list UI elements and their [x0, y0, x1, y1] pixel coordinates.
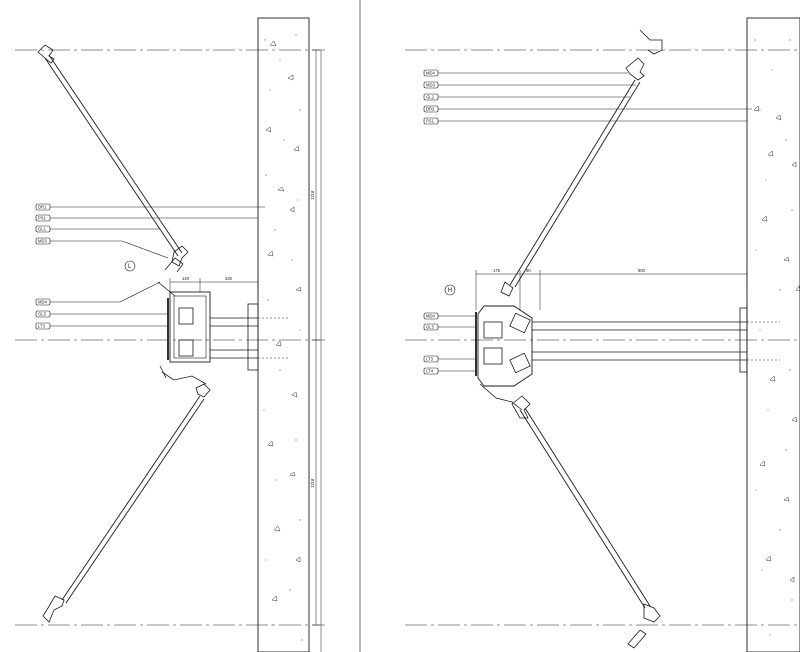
- right-tag-8: LT3: [423, 355, 439, 363]
- left-upper-glass-panel: [37, 44, 189, 267]
- svg-text:MD4: MD4: [38, 300, 48, 305]
- left-lower-glass-panel: [42, 383, 211, 623]
- left-tag-5: MD4: [35, 298, 51, 306]
- right-tag-7: GL5: [423, 323, 439, 331]
- left-tag-3: GL1: [35, 225, 51, 233]
- right-tag-1: MD4: [423, 69, 439, 77]
- svg-text:L: L: [128, 264, 132, 270]
- right-lower-glass-panel: [511, 395, 661, 649]
- svg-text:GL2: GL2: [426, 95, 435, 100]
- right-dim-h-2: 90: [526, 268, 531, 273]
- left-upper-tags: DR1 PS1 GL1 MD3: [35, 203, 51, 245]
- right-upper-glass-panel: [500, 29, 663, 297]
- left-wall-stipple: [263, 34, 303, 641]
- svg-text:DR2: DR2: [426, 107, 435, 112]
- svg-text:MD4: MD4: [426, 71, 436, 76]
- svg-text:LT3: LT3: [38, 324, 46, 329]
- left-lower-tags: MD4 GL5 LT3: [35, 298, 51, 330]
- right-wall-stipple: [754, 39, 793, 636]
- svg-text:PS1: PS1: [426, 119, 435, 124]
- svg-text:MD4: MD4: [426, 314, 436, 319]
- left-tag-7: LT3: [35, 322, 51, 330]
- right-mullion-assembly: [475, 305, 780, 411]
- left-dim-h-1: 140: [182, 276, 190, 281]
- left-dim-v-2: 1218: [310, 478, 315, 488]
- right-tag-6: MD4: [423, 312, 439, 320]
- right-tag-4: DR2: [423, 105, 439, 113]
- right-lower-leaders: [438, 315, 476, 372]
- left-tag-1: DR1: [35, 203, 51, 211]
- svg-text:MD3: MD3: [38, 239, 48, 244]
- svg-text:LT3: LT3: [426, 357, 434, 362]
- svg-text:MD3: MD3: [426, 83, 436, 88]
- left-tag-6: GL5: [35, 310, 51, 318]
- left-tag-2: PS1: [35, 214, 51, 222]
- left-lower-leaders: [50, 281, 168, 327]
- left-concrete-wall: [257, 17, 310, 652]
- right-dim-h-3: 800: [638, 268, 646, 273]
- right-dim-h-1: 175: [493, 268, 501, 273]
- right-tag-5: PS1: [423, 117, 439, 125]
- right-section-marker: H: [444, 284, 456, 296]
- left-mullion-assembly: [157, 257, 290, 385]
- right-detail: 175 90 800 H MD4 MD3 GL2 DR2 PS1: [405, 17, 800, 652]
- svg-text:GL5: GL5: [426, 325, 435, 330]
- right-lower-tags: MD4 GL5 LT3 LT4: [423, 312, 439, 375]
- right-upper-leaders: [438, 72, 752, 122]
- left-upper-leaders: [50, 206, 265, 259]
- svg-text:DR1: DR1: [38, 205, 47, 210]
- right-tag-2: MD3: [423, 81, 439, 89]
- left-detail: 140 330 1218 1218 DR1 PS1 GL1 MD3 L: [15, 17, 325, 652]
- left-wall-aggregate: [265, 40, 302, 602]
- left-dimensions: [169, 49, 320, 626]
- left-dim-h-2: 330: [225, 276, 233, 281]
- svg-text:GL5: GL5: [38, 312, 47, 317]
- left-dimension-labels: 140 330 1218 1218: [182, 190, 315, 488]
- svg-text:PS1: PS1: [38, 216, 47, 221]
- left-dim-v-1: 1218: [310, 190, 315, 200]
- right-dimension-labels: 175 90 800: [493, 268, 646, 273]
- left-section-marker: L: [124, 260, 136, 272]
- right-tag-3: GL2: [423, 93, 439, 101]
- right-upper-tags: MD4 MD3 GL2 DR2 PS1: [423, 69, 439, 125]
- svg-text:GL1: GL1: [38, 227, 47, 232]
- right-dimensions: [475, 270, 748, 310]
- svg-text:LT4: LT4: [426, 369, 434, 374]
- right-tag-9: LT4: [423, 367, 439, 375]
- right-concrete-wall: [746, 17, 800, 652]
- left-tag-4: MD3: [35, 237, 51, 245]
- svg-text:H: H: [448, 288, 452, 294]
